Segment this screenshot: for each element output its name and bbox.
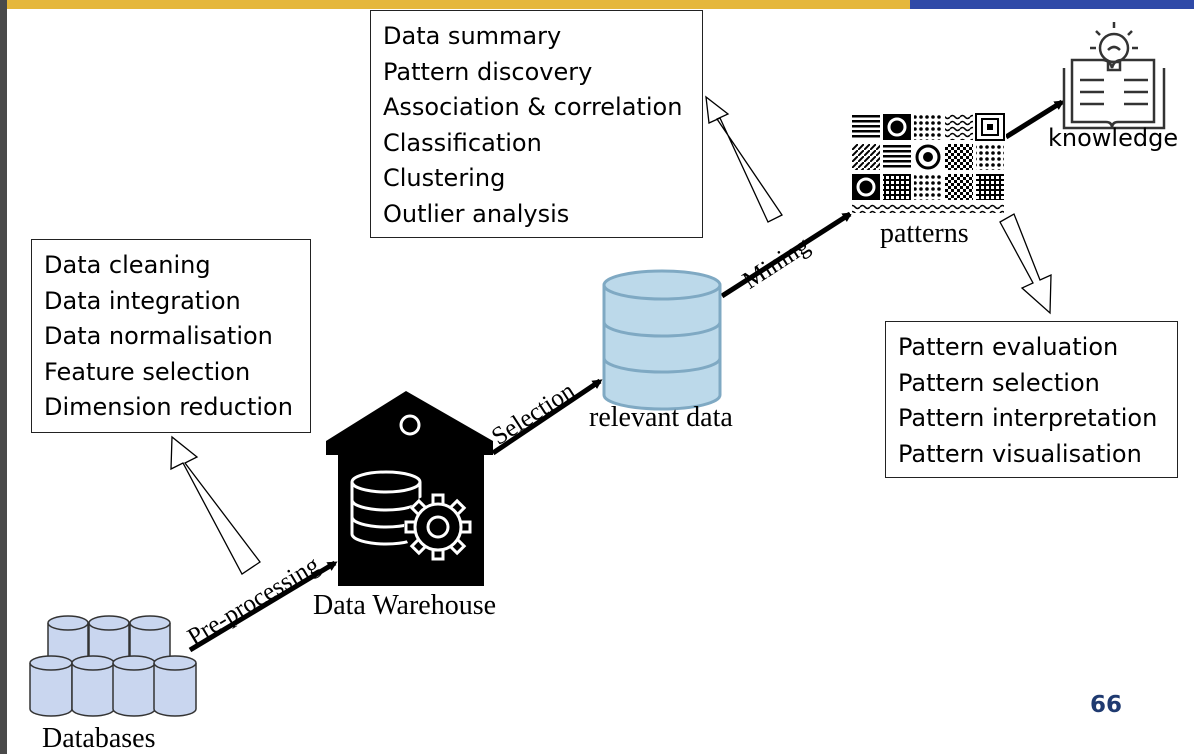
top-bar-yellow bbox=[0, 0, 910, 9]
data-warehouse-label: Data Warehouse bbox=[313, 590, 497, 621]
top-bar-blue bbox=[910, 0, 1194, 9]
pattern-task-item: Pattern evaluation bbox=[898, 333, 1119, 361]
pattern-task-item: Pattern visualisation bbox=[898, 439, 1142, 468]
mining-hollow-arrow bbox=[705, 95, 783, 223]
relevant-data-cylinder-icon bbox=[602, 269, 722, 411]
preprocessing-hollow-arrow bbox=[170, 435, 261, 575]
mining-task-item: Clustering bbox=[383, 164, 506, 192]
arrow-databases-to-warehouse bbox=[188, 560, 338, 653]
data-warehouse-icon bbox=[326, 391, 493, 586]
preprocessing-task-item: Feature selection bbox=[44, 357, 251, 386]
knowledge-book-icon bbox=[1062, 22, 1166, 130]
arrow-warehouse-to-relevant bbox=[491, 378, 603, 456]
pattern-task-item: Pattern interpretation bbox=[898, 404, 1158, 432]
page-number: 66 bbox=[1090, 692, 1123, 718]
arrow-patterns-to-knowledge bbox=[1004, 99, 1065, 140]
database-stack-icon bbox=[29, 615, 197, 717]
preprocessing-task-item: Data normalisation bbox=[44, 322, 273, 350]
relevant-data-label: relevant data bbox=[589, 402, 733, 433]
mining-task-item: Data summary bbox=[383, 22, 562, 50]
mining-task-item: Outlier analysis bbox=[383, 199, 570, 228]
patterns-hollow-arrow bbox=[999, 213, 1052, 315]
databases-label: Databases bbox=[42, 723, 156, 754]
mining-task-item: Association & correlation bbox=[383, 93, 683, 121]
preprocessing-task-item: Data integration bbox=[44, 286, 241, 315]
left-edge-bar bbox=[0, 0, 7, 754]
mining-task-item: Classification bbox=[383, 128, 542, 157]
knowledge-label: knowledge bbox=[1048, 124, 1179, 152]
pattern-task-item: Pattern selection bbox=[898, 368, 1100, 397]
patterns-label: patterns bbox=[880, 218, 969, 249]
mining-task-item: Pattern discovery bbox=[383, 57, 593, 86]
preprocessing-task-item: Dimension reduction bbox=[44, 393, 293, 421]
preprocessing-task-item: Data cleaning bbox=[44, 251, 211, 279]
patterns-grid-icon bbox=[850, 112, 1006, 214]
arrow-relevant-to-patterns bbox=[720, 211, 853, 299]
